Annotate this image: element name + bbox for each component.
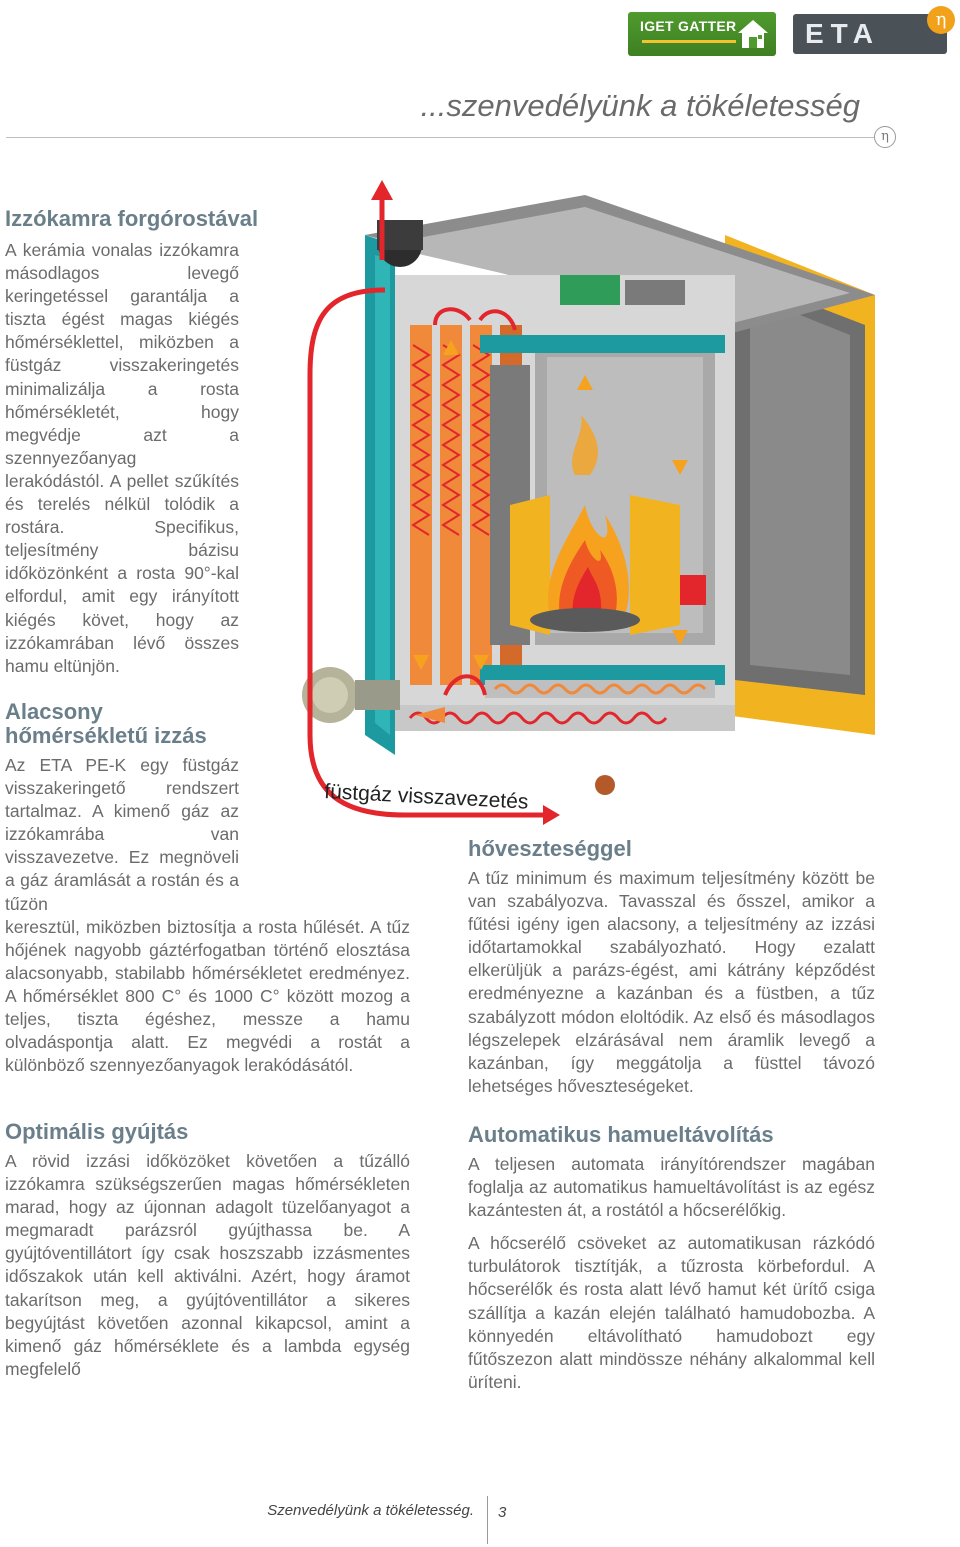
footer-slogan: Szenvedélyünk a tökéletesség.: [267, 1502, 474, 1519]
section-title-alacsony: Alacsony hőmérsékletű izzás: [5, 700, 410, 748]
eta-symbol-icon: η: [874, 126, 896, 148]
section-title-hoveszteseg: hőveszteséggel: [468, 836, 632, 861]
liget-gatter-logo: IGET GATTER: [628, 12, 776, 56]
eta-logo: ETA η: [793, 6, 955, 54]
section-body-alacsony-wide: keresztül, miközben biztosítja a rosta h…: [5, 916, 410, 1076]
section-title-alacsony-line1: Alacsony: [5, 699, 103, 724]
section-title-alacsony-line2: hőmérsékletű izzás: [5, 723, 207, 748]
house-icon: [738, 20, 768, 48]
page-number: 3: [498, 1504, 507, 1521]
logo-underline: [642, 40, 736, 43]
section-body-izzokamra: A kerámia vonalas izzókamra másodlagos l…: [5, 240, 239, 676]
section-title-optimalis: Optimális gyújtás: [5, 1119, 189, 1144]
section-hoveszteseg: hőveszteséggel A tűz minimum és maximum …: [468, 837, 875, 1098]
section-title-automatikus: Automatikus hamueltávolítás: [468, 1122, 774, 1147]
footer-divider: [487, 1496, 488, 1544]
page-tagline: ...szenvedélyünk a tökéletesség: [420, 88, 860, 123]
section-title-izzokamra: Izzókamra forgórostával: [5, 206, 259, 231]
fire-icon: [548, 415, 629, 615]
eta-badge-icon: η: [927, 6, 955, 34]
section-body-automatikus-2: A hőcserélő csöveket az automatikusan rá…: [468, 1233, 875, 1392]
section-body-hoveszteseg: A tűz minimum és maximum teljesítmény kö…: [468, 868, 875, 1096]
eta-logo-text: ETA: [805, 18, 880, 49]
section-automatikus: Automatikus hamueltávolítás A teljesen a…: [468, 1123, 875, 1394]
section-body-alacsony-narrow: Az ETA PE-K egy füstgáz visszakeringető …: [5, 755, 239, 914]
header-divider: [6, 137, 874, 138]
section-alacsony: Alacsony hőmérsékletű izzás Az ETA PE-K …: [5, 700, 410, 1077]
section-body-optimalis: A rövid izzási időközöket követően a tűz…: [5, 1151, 410, 1379]
flue-gas-recirculation-arrows: [307, 195, 545, 818]
boiler-cutaway-illustration: [302, 180, 875, 825]
section-optimalis: Optimális gyújtás A rövid izzási időközö…: [5, 1120, 410, 1381]
section-body-automatikus-1: A teljesen automata irányítórendszer mag…: [468, 1154, 875, 1221]
section-izzokamra: Izzókamra forgórostával A kerámia vonala…: [5, 206, 259, 678]
liget-gatter-logo-text: IGET GATTER: [640, 18, 737, 34]
